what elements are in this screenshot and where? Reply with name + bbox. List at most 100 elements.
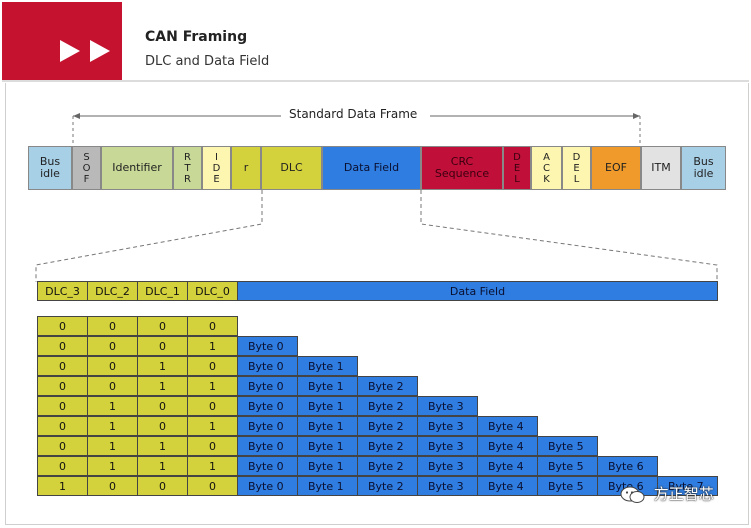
frame-segment: r bbox=[231, 146, 261, 190]
frame-segment-label: DLC bbox=[280, 161, 303, 174]
dlc-header: DLC_2 bbox=[87, 281, 138, 301]
dlc-bit-cell: 1 bbox=[137, 356, 188, 376]
data-byte-cell: Byte 2 bbox=[357, 436, 418, 456]
dlc-bit-cell: 0 bbox=[37, 336, 88, 356]
frame-segment-label: ITM bbox=[651, 161, 671, 174]
dlc-bit-cell: 1 bbox=[137, 376, 188, 396]
data-byte-cell: Byte 7 bbox=[657, 476, 718, 496]
data-byte-cell: Byte 2 bbox=[357, 416, 418, 436]
data-byte-cell: Byte 3 bbox=[417, 456, 478, 476]
dlc-bit-cell: 1 bbox=[87, 456, 138, 476]
data-byte-cell: Byte 3 bbox=[417, 416, 478, 436]
dlc-bit-cell: 0 bbox=[187, 476, 238, 496]
header-logo bbox=[2, 2, 122, 80]
data-byte-cell: Byte 0 bbox=[237, 416, 298, 436]
frame-segment: Bus idle bbox=[681, 146, 726, 190]
dlc-bit-cell: 1 bbox=[187, 416, 238, 436]
dlc-bit-cell: 0 bbox=[87, 376, 138, 396]
data-byte-cell: Byte 5 bbox=[537, 456, 598, 476]
data-byte-cell: Byte 2 bbox=[357, 456, 418, 476]
dlc-bit-cell: 0 bbox=[37, 416, 88, 436]
frame-segment-label: r bbox=[243, 161, 249, 174]
frame-segment-label: Bus idle bbox=[693, 155, 714, 180]
frame-segment: EOF bbox=[591, 146, 641, 190]
frame-segment: DLC bbox=[261, 146, 322, 190]
dlc-bit-cell: 0 bbox=[87, 336, 138, 356]
frame-segment-label: Identifier bbox=[112, 161, 162, 174]
data-byte-cell: Byte 1 bbox=[297, 416, 358, 436]
data-byte-cell: Byte 0 bbox=[237, 356, 298, 376]
data-byte-cell: Byte 1 bbox=[297, 356, 358, 376]
data-byte-cell: Byte 6 bbox=[597, 456, 658, 476]
frame-segment-label: CRC Sequence bbox=[434, 155, 490, 180]
dlc-bit-cell: 0 bbox=[37, 396, 88, 416]
frame-segment-label: Bus idle bbox=[39, 155, 61, 180]
frame-segment: Identifier bbox=[101, 146, 173, 190]
dlc-header: DLC_1 bbox=[137, 281, 188, 301]
data-byte-cell: Byte 0 bbox=[237, 476, 298, 496]
dlc-bit-cell: 0 bbox=[137, 396, 188, 416]
dlc-bit-cell: 0 bbox=[187, 356, 238, 376]
data-byte-cell: Byte 4 bbox=[477, 416, 538, 436]
wechat-icon bbox=[620, 486, 645, 503]
dlc-bit-cell: 1 bbox=[87, 416, 138, 436]
data-byte-cell: Byte 0 bbox=[237, 456, 298, 476]
dlc-bit-cell: 1 bbox=[137, 456, 188, 476]
data-byte-cell: Byte 0 bbox=[237, 436, 298, 456]
frame-label: Standard Data Frame bbox=[285, 107, 422, 121]
data-byte-cell: Byte 1 bbox=[297, 376, 358, 396]
data-byte-cell: Byte 2 bbox=[357, 376, 418, 396]
dlc-bit-cell: 0 bbox=[187, 396, 238, 416]
dlc-bit-cell: 0 bbox=[37, 316, 88, 336]
data-byte-cell: Byte 5 bbox=[537, 476, 598, 496]
data-byte-cell: Byte 3 bbox=[417, 476, 478, 496]
data-byte-cell: Byte 5 bbox=[537, 436, 598, 456]
header-divider bbox=[2, 80, 749, 82]
dlc-bit-cell: 1 bbox=[137, 436, 188, 456]
data-byte-cell: Byte 0 bbox=[237, 336, 298, 356]
data-byte-cell: Byte 1 bbox=[297, 396, 358, 416]
dlc-bit-cell: 0 bbox=[37, 456, 88, 476]
dlc-bit-cell: 0 bbox=[37, 436, 88, 456]
dlc-header: DLC_0 bbox=[187, 281, 238, 301]
data-byte-cell: Byte 0 bbox=[237, 396, 298, 416]
dlc-bit-cell: 0 bbox=[87, 476, 138, 496]
dlc-bit-cell: 1 bbox=[187, 336, 238, 356]
watermark: 方正智芯 bbox=[620, 483, 714, 505]
dlc-bit-cell: 0 bbox=[87, 356, 138, 376]
dlc-bit-cell: 0 bbox=[137, 336, 188, 356]
dlc-bit-cell: 0 bbox=[137, 316, 188, 336]
frame-segment: Data Field bbox=[322, 146, 421, 190]
data-byte-cell: Byte 3 bbox=[417, 436, 478, 456]
frame-segment: CRC Sequence bbox=[421, 146, 503, 190]
data-byte-cell: Byte 1 bbox=[297, 456, 358, 476]
page-title: CAN Framing bbox=[145, 29, 248, 45]
frame-segment-label: EOF bbox=[605, 161, 627, 174]
data-byte-cell: Byte 2 bbox=[357, 476, 418, 496]
data-byte-cell: Byte 4 bbox=[477, 456, 538, 476]
dlc-bit-cell: 0 bbox=[87, 316, 138, 336]
play-forward-icon bbox=[60, 40, 110, 62]
data-byte-cell: Byte 1 bbox=[297, 476, 358, 496]
content-frame bbox=[5, 83, 749, 525]
dlc-bit-cell: 0 bbox=[137, 416, 188, 436]
frame-segment-label: Data Field bbox=[343, 161, 400, 174]
dlc-bit-cell: 1 bbox=[37, 476, 88, 496]
frame-segment: ITM bbox=[641, 146, 681, 190]
watermark-text: 方正智芯 bbox=[653, 485, 714, 503]
dlc-header: DLC_3 bbox=[37, 281, 88, 301]
dlc-bit-cell: 1 bbox=[87, 436, 138, 456]
data-byte-cell: Byte 1 bbox=[297, 436, 358, 456]
dlc-bit-cell: 1 bbox=[187, 456, 238, 476]
frame-segment: Bus idle bbox=[28, 146, 72, 190]
data-byte-cell: Byte 2 bbox=[357, 396, 418, 416]
page-subtitle: DLC and Data Field bbox=[145, 54, 270, 69]
data-byte-cell: Byte 0 bbox=[237, 376, 298, 396]
dlc-bit-cell: 0 bbox=[187, 436, 238, 456]
dlc-bit-cell: 0 bbox=[37, 376, 88, 396]
